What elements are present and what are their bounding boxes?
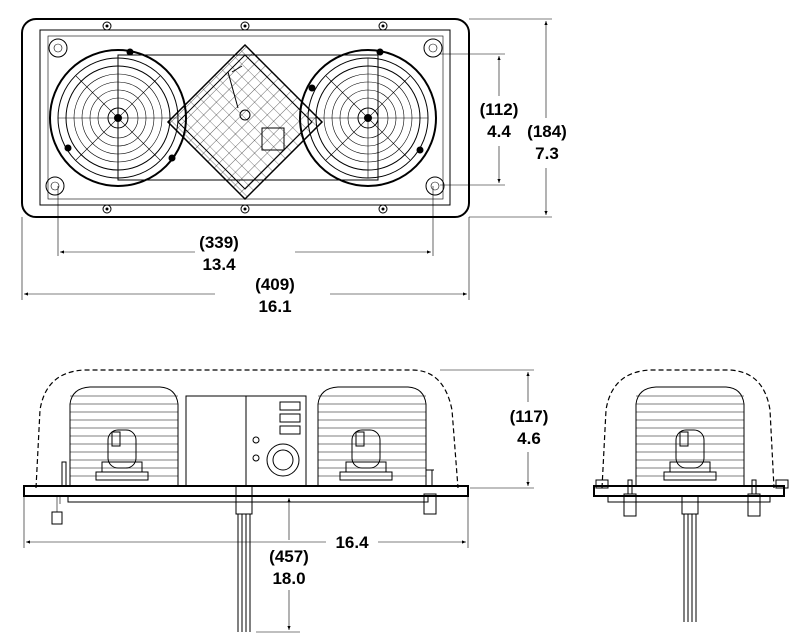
cable-length-mm: (457) (269, 547, 309, 566)
side-view: (117) 4.6 16.4 (457) 18.0 (23, 369, 549, 633)
outer-width-in: 16.1 (258, 297, 291, 316)
left-lamp-top (49, 49, 187, 187)
lamp-screws (64, 48, 424, 162)
end-bolts (595, 479, 789, 517)
end-cable (681, 495, 699, 622)
side-center-box (185, 395, 307, 487)
dim-cable-length: (457) 18.0 (256, 495, 309, 633)
side-height-mm: (117) (510, 407, 549, 426)
right-lamp-top (299, 49, 437, 187)
outer-height-in: 7.3 (535, 144, 559, 163)
side-height-in: 4.6 (517, 429, 541, 448)
outer-width-mm: (409) (255, 275, 295, 294)
dim-outer-width: (409) 16.1 (21, 217, 470, 316)
inner-width-mm: (339) (199, 233, 239, 252)
bolt-height-in: 4.4 (487, 122, 511, 141)
side-left-lamp (69, 386, 179, 486)
end-lamp (635, 386, 745, 486)
dim-side-height: (117) 4.6 (440, 369, 549, 489)
cable-length-in: 18.0 (272, 569, 305, 588)
dim-inner-width: (339) 13.4 (57, 186, 434, 274)
edge-bolts (102, 21, 388, 214)
corner-brackets (45, 38, 445, 196)
side-length-in: 16.4 (335, 533, 369, 552)
end-view (593, 369, 789, 622)
dim-side-length: 16.4 (23, 496, 469, 552)
side-base-plate (23, 485, 469, 497)
side-bolts (51, 461, 437, 525)
bolt-height-mm: (112) (480, 100, 519, 119)
side-dome-outline (35, 369, 459, 489)
inner-width-in: 13.4 (202, 255, 236, 274)
outer-height-mm: (184) (527, 122, 567, 141)
side-cable (235, 485, 253, 632)
side-right-lamp (317, 386, 427, 486)
top-view: (339) 13.4 (409) 16.1 (112) 4.4 (21, 18, 567, 316)
dim-outer-height: (184) 7.3 (469, 18, 567, 218)
dim-bolt-height: (112) 4.4 (440, 53, 519, 186)
end-dome-outline (601, 369, 775, 489)
outer-housing (21, 18, 470, 218)
center-diamond-lens (166, 43, 324, 201)
